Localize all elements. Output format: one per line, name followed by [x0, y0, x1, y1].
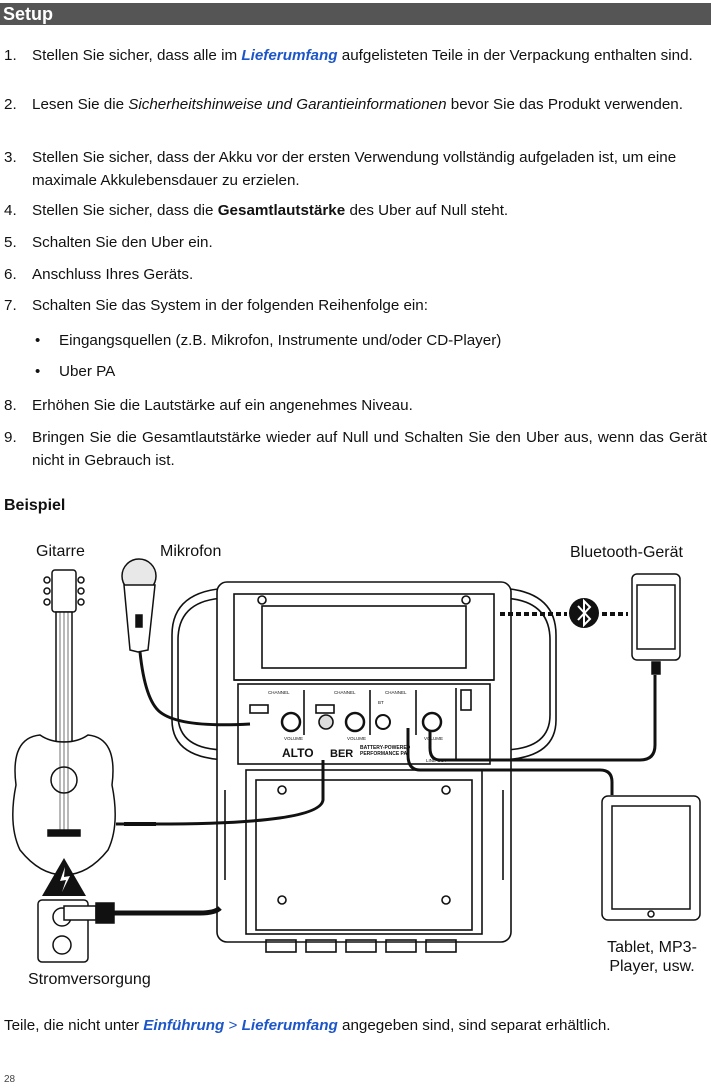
- model-logo: BER: [330, 748, 353, 760]
- mic-label: Mikrofon: [160, 543, 222, 560]
- volume-2-label: VOLUME: [347, 736, 366, 741]
- section-header: Setup: [0, 3, 711, 25]
- step-number: 8.: [4, 397, 17, 414]
- bullet-dot-icon: •: [35, 363, 41, 380]
- step-number: 2.: [4, 96, 17, 113]
- subtitle-2: PERFORMANCE PA: [360, 751, 408, 757]
- step-text: Lesen Sie die Sicherheitshinweise und Ga…: [32, 96, 683, 113]
- step-text: Stellen Sie sicher, dass alle im Lieferu…: [32, 47, 693, 64]
- subtitle-1: BATTERY-POWERED: [360, 745, 411, 751]
- power-outlet-icon: [37, 899, 115, 963]
- phone-icon: [631, 573, 681, 675]
- einfuehrung-link[interactable]: Einführung: [143, 1017, 225, 1034]
- volume-1-label: VOLUME: [284, 736, 303, 741]
- bullet-dot-icon: •: [35, 332, 41, 349]
- brand-logo: ALTO: [282, 746, 314, 760]
- bullet-text: Eingangsquellen (z.B. Mikrofon, Instrume…: [59, 332, 502, 349]
- tablet-label: Tablet, MP3-Player, usw.: [607, 939, 697, 975]
- step-text: Bringen Sie die Gesamtlautstärke wieder …: [32, 429, 707, 469]
- bt-label: BT: [378, 700, 384, 705]
- channel-1-label: CHANNEL: [268, 690, 290, 695]
- step-number: 4.: [4, 202, 17, 219]
- guitar-icon: [12, 569, 116, 876]
- step-number: 5.: [4, 234, 17, 251]
- bluetooth-label: Bluetooth-Gerät: [570, 544, 683, 561]
- power-label: Stromversorgung: [28, 971, 151, 988]
- example-heading: Beispiel: [4, 497, 66, 514]
- footer-note: Teile, die nicht unter Einführung > Lief…: [4, 1017, 611, 1034]
- step-number: 9.: [4, 429, 17, 446]
- lieferumfang-footer-link[interactable]: Lieferumfang: [241, 1017, 338, 1034]
- step-number: 7.: [4, 297, 17, 314]
- step-text: Stellen Sie sicher, dass der Akku vor de…: [32, 149, 677, 189]
- volume-3-label: VOLUME: [424, 736, 443, 741]
- step-text: Stellen Sie sicher, dass die Gesamtlauts…: [32, 202, 509, 219]
- step-text: Anschluss Ihres Geräts.: [32, 266, 194, 283]
- cables: [116, 675, 657, 826]
- lieferumfang-link[interactable]: Lieferumfang: [241, 47, 338, 64]
- bullet-text: Uber PA: [59, 363, 116, 380]
- step-text: Erhöhen Sie die Lautstärke auf ein angen…: [32, 397, 413, 414]
- page-number: 28: [4, 1074, 16, 1085]
- step-text: Schalten Sie das System in der folgenden…: [32, 297, 428, 314]
- channel-2-label: CHANNEL: [334, 690, 356, 695]
- speaker-device: [171, 581, 557, 953]
- step-number: 6.: [4, 266, 17, 283]
- microphone-icon: [121, 558, 251, 727]
- step-number: 3.: [4, 149, 17, 166]
- channel-3-label: CHANNEL: [385, 690, 407, 695]
- guitar-label: Gitarre: [36, 543, 85, 560]
- tablet-icon: [601, 795, 701, 921]
- warning-icon: [42, 858, 86, 896]
- step-text: Schalten Sie den Uber ein.: [32, 234, 213, 251]
- bluetooth-icon: [569, 598, 599, 628]
- step-number: 1.: [4, 47, 17, 64]
